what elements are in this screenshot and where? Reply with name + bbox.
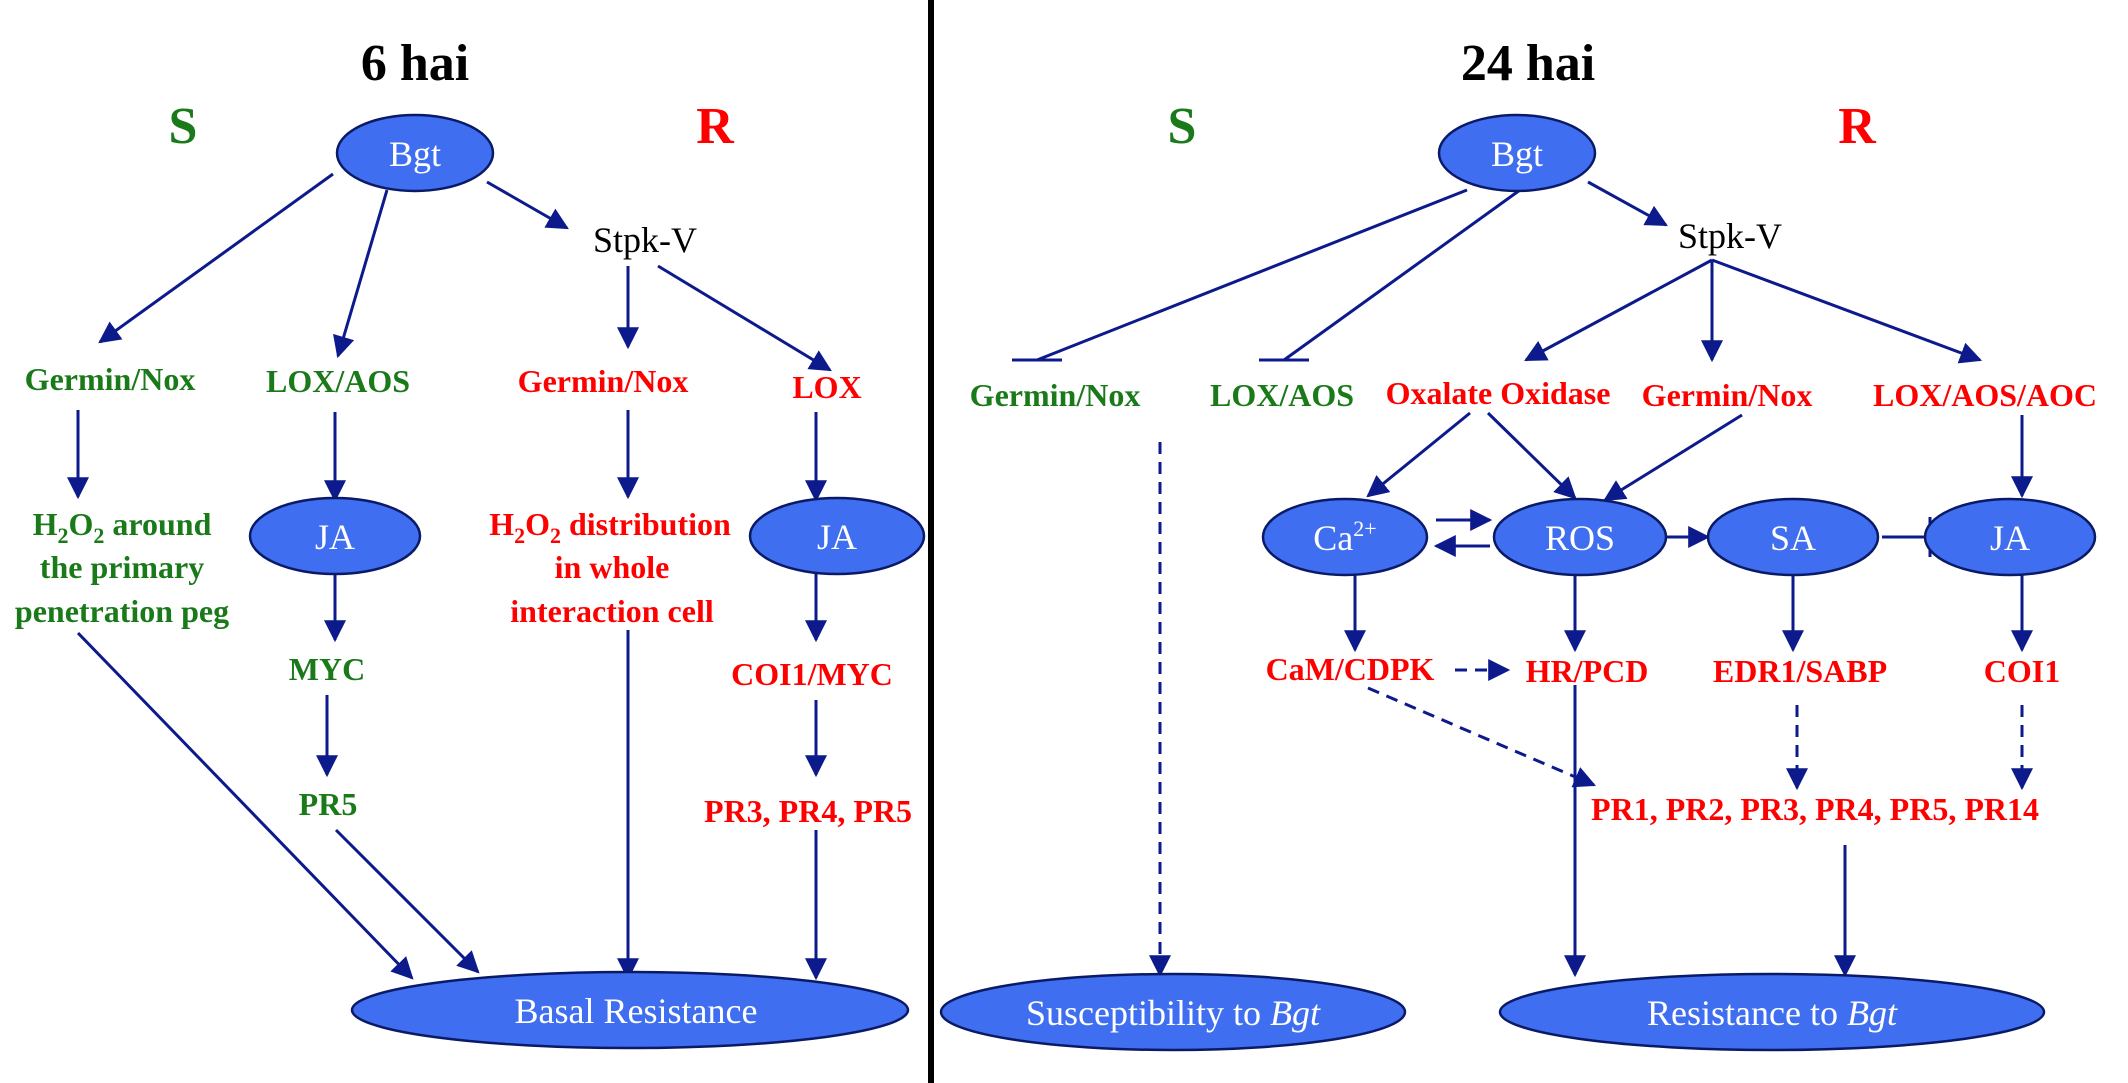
left-r-label: R (696, 98, 735, 155)
edge-bgt-germin-s (98, 172, 334, 344)
resistance-label: Resistance to Bgt (1647, 993, 1898, 1033)
right-panel-title: 24 hai (1461, 35, 1595, 92)
lox-aos-s-24h-label: LOX/AOS (1210, 377, 1354, 413)
coi1-label: COI1 (1984, 653, 2060, 689)
h2o2-s-line2: the primary (40, 549, 204, 585)
pr-list-label: PR1, PR2, PR3, PR4, PR5, PR14 (1591, 791, 2039, 827)
bgt-node-24h (1437, 113, 1597, 193)
germin-nox-r-label: Germin/Nox (518, 363, 689, 399)
pr345-label: PR3, PR4, PR5 (704, 793, 912, 829)
susceptibility-node (939, 972, 1407, 1052)
germin-nox-r-24h-label: Germin/Nox (1642, 377, 1813, 413)
stpk-24h-label: Stpk-V (1678, 216, 1782, 256)
ca-node (1261, 497, 1429, 577)
resistance-node (1498, 972, 2046, 1052)
right-panel: 24 hai S R Bgt (939, 35, 2097, 1052)
edge-stpk-lox-r (657, 264, 832, 372)
h2o2-r-line3: interaction cell (510, 593, 714, 629)
edge-h2o2s-basal (76, 631, 414, 980)
edge-bgt-loxaos-s (333, 189, 389, 359)
edge-stpk-loxaosaoc (1711, 258, 1983, 364)
h2o2-r-line1: H2O2 distribution (489, 506, 731, 548)
cam-cdpk-label: CaM/CDPK (1266, 651, 1435, 687)
susceptibility-label: Susceptibility to Bgt (1026, 993, 1321, 1033)
bgt-node-24h-label: Bgt (1491, 134, 1543, 174)
lox-aos-s-label: LOX/AOS (266, 363, 410, 399)
ja-node-24h (1923, 497, 2097, 577)
edge-oxalate-ca (1366, 411, 1471, 498)
coi1-myc-label: COI1/MYC (731, 656, 893, 692)
oxalate-oxidase-label: Oxalate Oxidase (1386, 375, 1611, 411)
ja-s-node-label: JA (315, 517, 355, 557)
edge-bgt-inhibit-loxaos-s (1283, 188, 1521, 362)
left-panel: 6 hai S R Bgt Stpk-V Germin/Nox LOX/AOS … (15, 35, 926, 1050)
ja-s-node (248, 496, 422, 576)
right-r-label: R (1838, 98, 1877, 155)
edge-stpk-oxalate (1524, 258, 1713, 362)
edge-camcdpk-prlist (1367, 686, 1597, 788)
basal-resistance-label: Basal Resistance (515, 991, 758, 1031)
lox-r-label: LOX (792, 369, 861, 405)
ja-r-node-label: JA (817, 517, 857, 557)
edge-oxalate-ros (1486, 411, 1577, 500)
germin-nox-s-24h-label: Germin/Nox (970, 377, 1141, 413)
ja-node-24h-label: JA (1990, 518, 2030, 558)
myc-label: MYC (289, 651, 365, 687)
edge-germin-ros (1603, 413, 1743, 502)
basal-resistance-node (350, 970, 910, 1050)
edge-pr5-basal (334, 828, 480, 974)
bgt-node (335, 113, 495, 193)
ros-node-label: ROS (1545, 518, 1615, 558)
edge-bgt-stpk (486, 180, 569, 230)
hr-pcd-label: HR/PCD (1526, 653, 1649, 689)
h2o2-r-line2: in whole (555, 549, 670, 585)
stpk-label: Stpk-V (593, 220, 697, 260)
sa-node (1706, 497, 1880, 577)
pr5-label: PR5 (299, 786, 358, 822)
ros-node (1492, 497, 1668, 577)
edr1-sabp-label: EDR1/SABP (1713, 653, 1887, 689)
edge-bgt-inhibit-germin-s (1036, 188, 1468, 362)
left-s-label: S (169, 98, 198, 155)
h2o2-s-line3: penetration peg (15, 593, 229, 629)
edge-bgt-stpk-r (1587, 180, 1668, 227)
sa-node-label: SA (1770, 518, 1816, 558)
right-s-label: S (1168, 98, 1197, 155)
ja-r-node (748, 496, 926, 576)
left-panel-title: 6 hai (361, 35, 469, 92)
ca-node-label: Ca2+ (1313, 516, 1376, 558)
germin-nox-s-label: Germin/Nox (25, 361, 196, 397)
lox-aos-aoc-label: LOX/AOS/AOC (1873, 377, 2097, 413)
h2o2-s-line1: H2O2 around (33, 506, 212, 548)
bgt-node-label: Bgt (389, 134, 441, 174)
